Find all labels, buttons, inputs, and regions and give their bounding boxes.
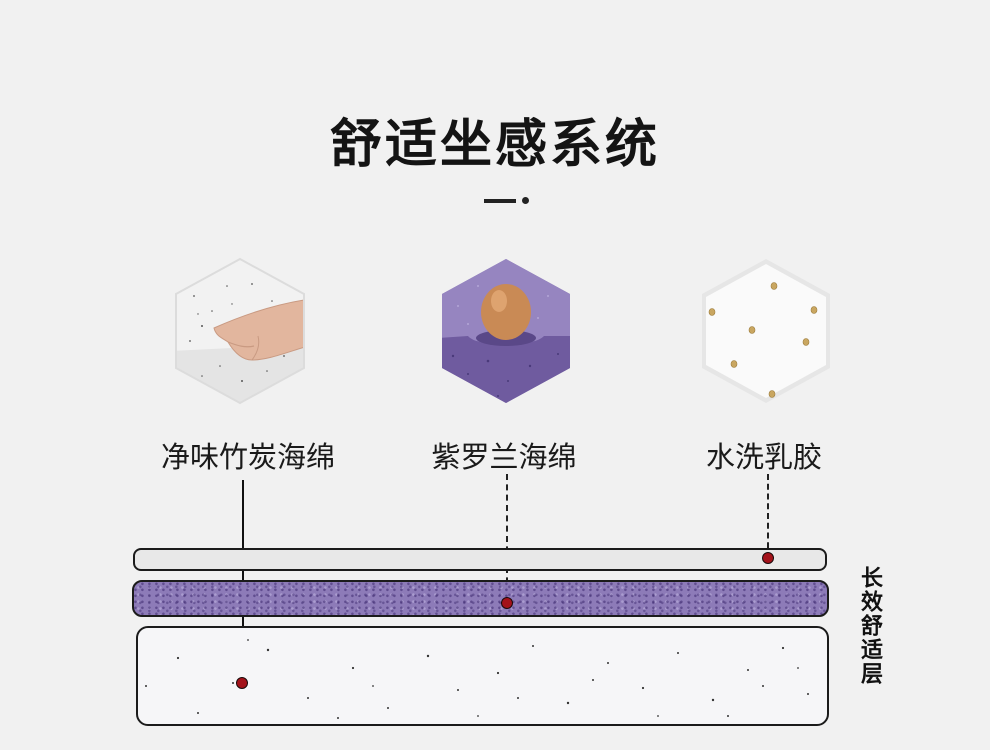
bamboo-foam-hexagon xyxy=(172,256,308,406)
divider-dot xyxy=(522,197,529,204)
marker-bamboo xyxy=(236,677,248,689)
latex-hexagon xyxy=(698,256,834,406)
leader-line-latex xyxy=(767,474,769,558)
latex-layer xyxy=(133,548,827,571)
violet-foam-layer xyxy=(132,580,829,617)
feature-label-violet: 紫罗兰海绵 xyxy=(431,440,577,474)
marker-violet xyxy=(501,597,513,609)
marker-latex xyxy=(762,552,774,564)
feature-label-latex: 水洗乳胶 xyxy=(705,440,822,474)
page-title: 舒适坐感系统 xyxy=(329,115,660,175)
bamboo-speckles xyxy=(145,639,809,719)
side-label: 长效舒适层 xyxy=(857,566,882,686)
bamboo-foam-layer xyxy=(136,626,829,726)
leader-line-violet xyxy=(506,474,508,604)
title-divider xyxy=(484,196,534,206)
divider-bar xyxy=(484,199,516,203)
feature-label-bamboo: 净味竹炭海绵 xyxy=(160,440,335,474)
violet-foam-hexagon xyxy=(438,256,574,406)
